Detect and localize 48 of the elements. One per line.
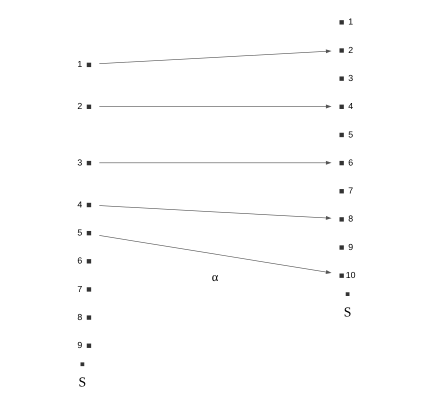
- node-label: 6: [77, 256, 82, 266]
- node-label: 2: [77, 101, 82, 112]
- node-cross: [339, 189, 344, 194]
- arrow: [99, 160, 332, 165]
- node-label: 5: [77, 227, 82, 238]
- node-label: 10: [346, 270, 356, 280]
- node-cross: [86, 202, 92, 208]
- node-cross: [86, 160, 92, 166]
- node-cross: [86, 104, 92, 109]
- node-cross: [80, 362, 84, 366]
- node-label: 7: [348, 186, 354, 196]
- label: S: [78, 374, 86, 390]
- node-label: 8: [348, 214, 354, 224]
- arrow: [99, 49, 332, 64]
- node-cross: [86, 315, 92, 320]
- node-label: 1: [77, 59, 82, 70]
- node-cross: [339, 76, 344, 81]
- node-cross: [86, 230, 92, 236]
- node-label: 2: [348, 44, 354, 55]
- node-cross: [86, 259, 92, 264]
- arrow: [99, 104, 332, 108]
- node-cross: [339, 274, 344, 278]
- label: S: [344, 304, 352, 320]
- node-cross: [339, 245, 344, 250]
- node-label: 8: [77, 312, 82, 322]
- node-label: 7: [77, 284, 82, 294]
- node-cross: [86, 344, 92, 348]
- label: α: [212, 270, 218, 284]
- arrow: [99, 205, 332, 220]
- node-cross: [339, 160, 344, 166]
- arrow: [99, 235, 332, 274]
- node-label: 3: [348, 72, 354, 83]
- node-label: 1: [348, 16, 354, 27]
- node-label: 9: [77, 340, 82, 350]
- node-label: 4: [77, 199, 82, 210]
- node-cross: [339, 20, 344, 25]
- node-label: 4: [348, 101, 354, 112]
- node-cross: [346, 292, 350, 296]
- node-label: 5: [348, 129, 354, 140]
- node-label: 3: [77, 157, 82, 168]
- node-cross: [339, 132, 344, 138]
- node-cross: [339, 217, 344, 222]
- node-cross: [86, 287, 92, 292]
- node-label: 6: [348, 157, 354, 168]
- node-cross: [339, 104, 344, 109]
- node-label: 9: [348, 242, 354, 252]
- node-cross: [339, 48, 344, 53]
- node-cross: [86, 62, 92, 68]
